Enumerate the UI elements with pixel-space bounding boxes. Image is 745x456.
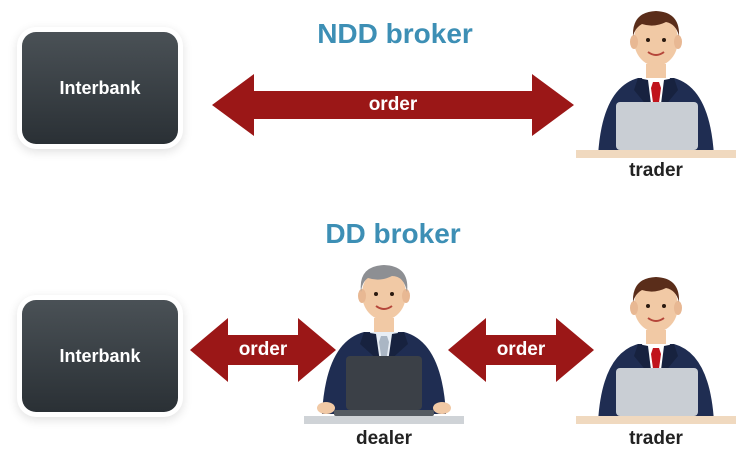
order-arrow-top: order — [212, 74, 574, 136]
interbank-box-top: Interbank — [22, 32, 178, 144]
interbank-label: Interbank — [59, 345, 141, 366]
ndd-broker-title: NDD broker — [317, 18, 473, 49]
trader-icon — [576, 11, 736, 158]
interbank-box-bottom: Interbank — [22, 300, 178, 412]
order-label: order — [368, 94, 418, 115]
trader-caption-top: trader — [629, 160, 683, 181]
dd-broker-title: DD broker — [325, 218, 461, 249]
interbank-label: Interbank — [59, 77, 141, 98]
dealer-caption: dealer — [356, 428, 412, 449]
trader-figure-top — [576, 6, 736, 158]
trader-figure-bottom — [576, 272, 736, 424]
dealer-icon — [304, 265, 464, 424]
trader-caption-bottom: trader — [629, 428, 683, 449]
double-arrow-icon — [448, 318, 594, 382]
trader-icon — [576, 277, 736, 424]
double-arrow-icon — [190, 318, 336, 382]
double-arrow-icon — [212, 74, 574, 136]
order-label: order — [238, 339, 288, 360]
order-label: order — [496, 339, 546, 360]
order-arrow-bottom-right: order — [448, 318, 594, 382]
order-arrow-bottom-left: order — [190, 318, 336, 382]
dealer-figure — [304, 262, 464, 424]
